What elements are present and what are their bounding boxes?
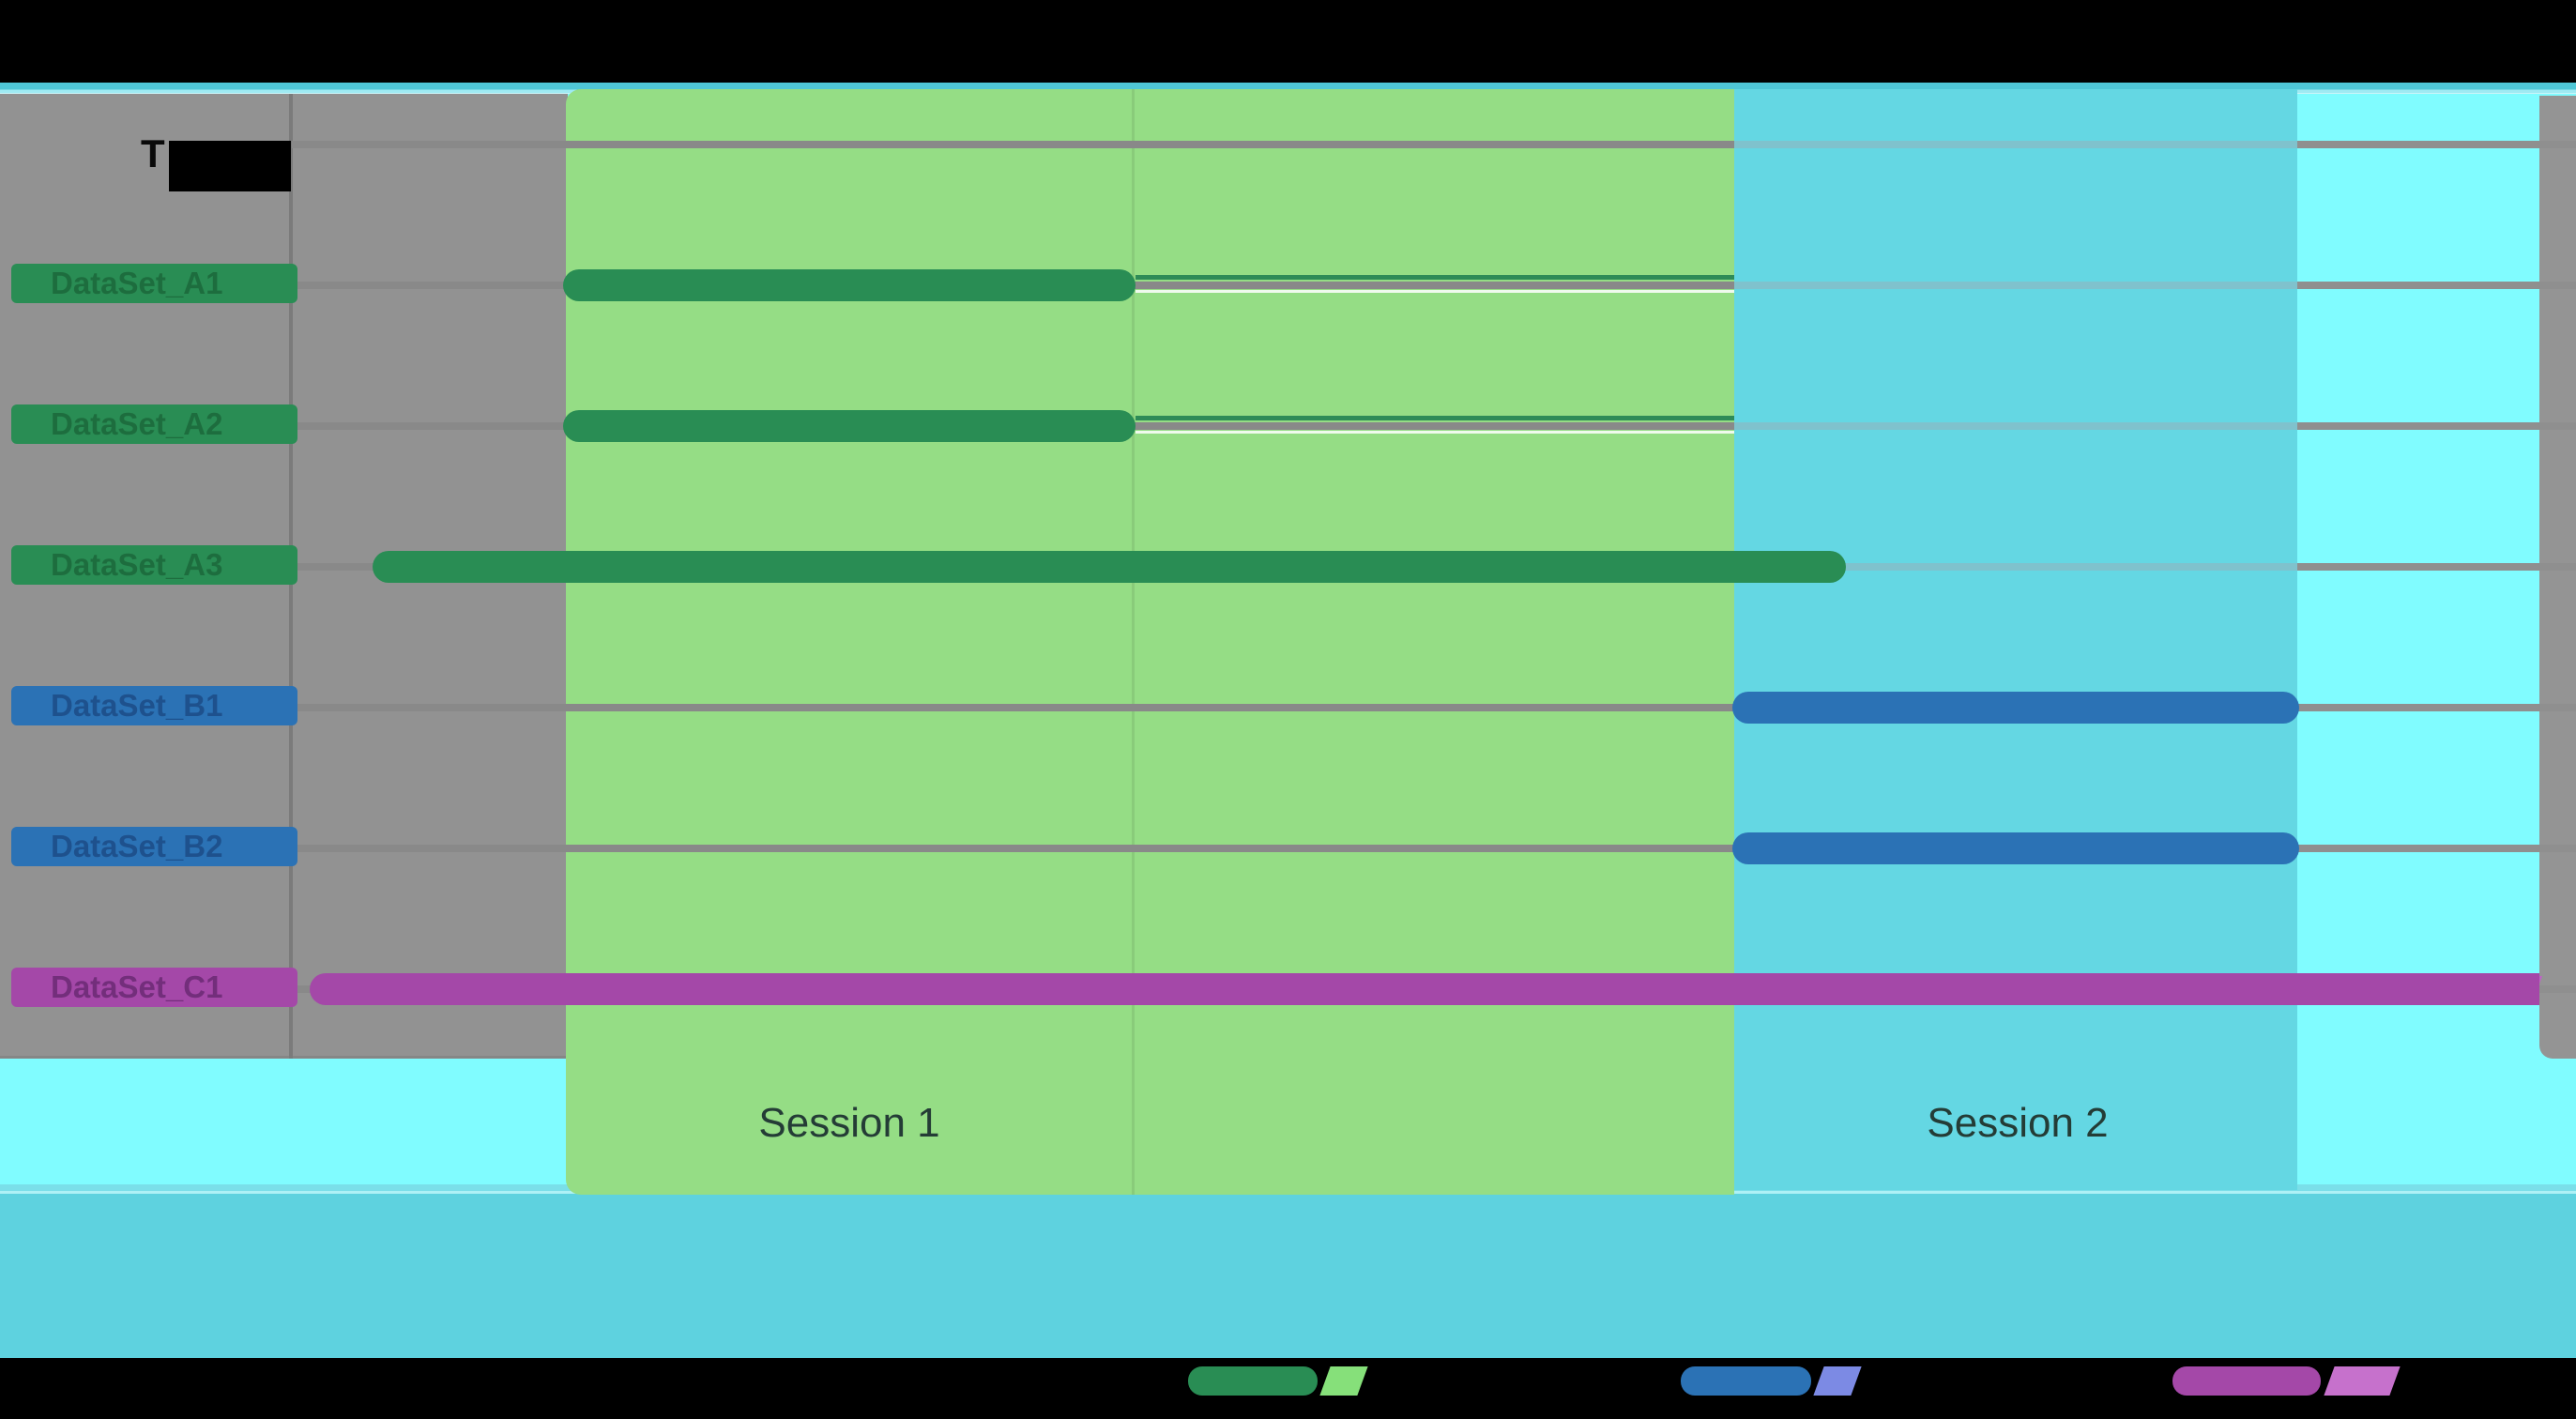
session1-label: Session 1 xyxy=(758,1100,940,1146)
row1-highlight-line xyxy=(1136,290,1734,293)
row-label-text: DataSet_B1 xyxy=(51,688,223,723)
bar-dataset-a2 xyxy=(563,410,1136,442)
bar-dataset-a3 xyxy=(373,551,1846,583)
session1-band xyxy=(566,89,1734,1195)
gridline-row-title xyxy=(292,141,2576,148)
row-label-text: DataSet_A2 xyxy=(51,406,223,441)
row-label-text: DataSet_B2 xyxy=(51,829,223,863)
session1-inner-seam xyxy=(1132,89,1135,1195)
row-label-dataset-c1: DataSet_C1 xyxy=(11,968,297,1007)
bar-dataset-b2 xyxy=(1732,832,2299,864)
session2-band xyxy=(1734,89,2297,1190)
bar-dataset-a1 xyxy=(563,269,1136,301)
legend-swatch-green xyxy=(1188,1366,1318,1396)
row-label-dataset-a3: DataSet_A3 xyxy=(11,545,297,585)
row-label-dataset-a1: DataSet_A1 xyxy=(11,264,297,303)
chart-title: T xyxy=(141,131,165,175)
row-label-dataset-b1: DataSet_B1 xyxy=(11,686,297,725)
footer-band xyxy=(0,1194,2576,1358)
row-label-dataset-b2: DataSet_B2 xyxy=(11,827,297,866)
legend-swatch-blue xyxy=(1681,1366,1811,1396)
row2-highlight-line xyxy=(1136,431,1734,434)
row-label-text: DataSet_A3 xyxy=(51,547,223,582)
legend-slash-purple xyxy=(2324,1366,2401,1396)
right-gray-column xyxy=(2539,96,2576,1059)
legend-slash-green xyxy=(1319,1366,1368,1396)
row2-extension-line xyxy=(1136,416,1734,420)
row1-extension-line xyxy=(1136,275,1734,280)
bar-dataset-b1 xyxy=(1732,692,2299,724)
bar-dataset-c1 xyxy=(310,973,2539,1005)
legend-slash-blue xyxy=(1813,1366,1862,1396)
row-label-text: DataSet_A1 xyxy=(51,266,223,300)
session2-label: Session 2 xyxy=(1927,1100,2109,1146)
legend-swatch-purple xyxy=(2172,1366,2321,1396)
title-redaction-box xyxy=(169,141,291,191)
row-label-dataset-a2: DataSet_A2 xyxy=(11,404,297,444)
row-label-text: DataSet_C1 xyxy=(51,969,223,1004)
